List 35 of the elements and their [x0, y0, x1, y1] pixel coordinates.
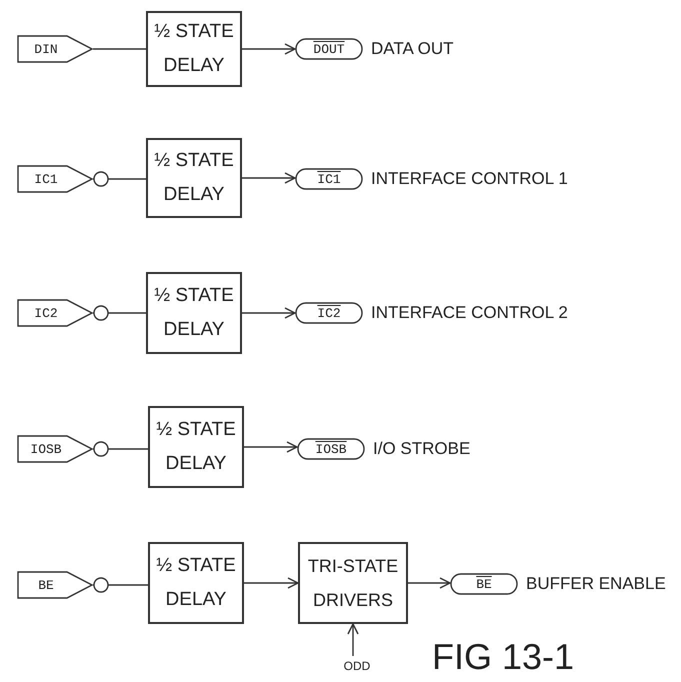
figure-caption: FIG 13-1 [432, 636, 574, 678]
connector-line [244, 441, 298, 453]
output-connector: BE [450, 573, 518, 595]
process-box: ½ STATE DELAY [146, 272, 242, 354]
process-box: TRI-STATE DRIVERS [298, 542, 408, 624]
connector-line [347, 623, 359, 656]
signal-label: ODD [340, 656, 374, 676]
input-connector: IOSB [17, 435, 93, 463]
connector-line [93, 577, 148, 593]
process-box: ½ STATE DELAY [146, 11, 242, 87]
connector-line [93, 48, 146, 50]
signal-description: DATA OUT [371, 39, 454, 59]
connector-line [93, 441, 148, 457]
process-box: ½ STATE DELAY [148, 406, 244, 488]
output-connector: IC1 [295, 168, 363, 190]
process-box: ½ STATE DELAY [148, 542, 244, 624]
process-box: ½ STATE DELAY [146, 138, 242, 218]
connector-line [408, 577, 451, 589]
output-connector: DOUT [295, 38, 363, 60]
connector-line [93, 171, 146, 187]
connector-line [93, 305, 146, 321]
connector-line [242, 307, 296, 319]
signal-description: I/O STROBE [373, 439, 470, 459]
input-connector: DIN [17, 35, 93, 63]
output-connector: IOSB [297, 438, 365, 460]
signal-description: BUFFER ENABLE [526, 574, 666, 594]
output-connector: IC2 [295, 302, 363, 324]
signal-description: INTERFACE CONTROL 1 [371, 169, 568, 189]
connector-line [244, 577, 299, 589]
connector-line [242, 43, 296, 55]
signal-description: INTERFACE CONTROL 2 [371, 303, 568, 323]
input-connector: IC2 [17, 299, 93, 327]
input-connector: IC1 [17, 165, 93, 193]
connector-line [242, 172, 296, 184]
input-connector: BE [17, 571, 93, 599]
